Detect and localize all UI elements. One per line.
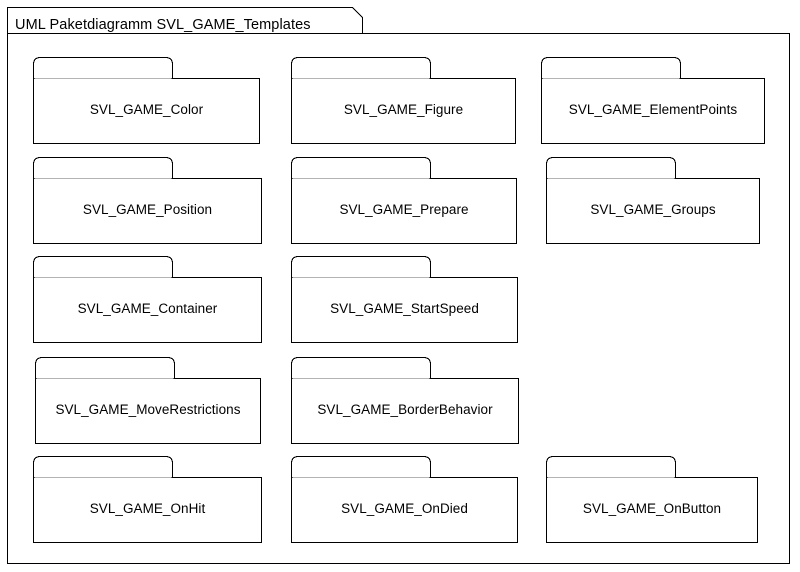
package-label: SVL_GAME_Groups (590, 202, 716, 217)
package-label: SVL_GAME_StartSpeed (330, 301, 479, 316)
folder-icon (33, 456, 262, 543)
folder-icon (541, 57, 765, 144)
folder-icon (291, 357, 519, 444)
package-node[interactable]: SVL_GAME_OnButton (546, 456, 758, 543)
folder-icon (291, 456, 518, 543)
package-node[interactable]: SVL_GAME_OnDied (291, 456, 518, 543)
folder-icon (33, 157, 262, 244)
folder-icon (291, 57, 516, 144)
folder-icon (35, 357, 261, 444)
package-label: SVL_GAME_Color (89, 102, 204, 117)
package-label: SVL_GAME_OnDied (341, 501, 468, 516)
folder-icon (546, 456, 758, 543)
package-label: SVL_GAME_Prepare (339, 202, 469, 217)
package-label: SVL_GAME_ElementPoints (568, 102, 738, 117)
folder-icon (291, 157, 517, 244)
package-node[interactable]: SVL_GAME_ElementPoints (541, 57, 765, 144)
folder-icon (33, 57, 260, 144)
package-label: SVL_GAME_Figure (343, 102, 464, 117)
package-label: SVL_GAME_Container (77, 301, 218, 316)
package-label: SVL_GAME_BorderBehavior (317, 402, 493, 417)
package-node[interactable]: SVL_GAME_Position (33, 157, 262, 244)
folder-icon (546, 157, 760, 244)
package-label: SVL_GAME_OnButton (582, 501, 722, 516)
package-label: SVL_GAME_Position (82, 202, 213, 217)
package-node[interactable]: SVL_GAME_Container (33, 256, 262, 343)
package-node[interactable]: SVL_GAME_StartSpeed (291, 256, 518, 343)
package-node[interactable]: SVL_GAME_Color (33, 57, 260, 144)
page-title: UML Paketdiagramm SVL_GAME_Templates (15, 17, 311, 33)
package-node[interactable]: SVL_GAME_BorderBehavior (291, 357, 519, 444)
package-node[interactable]: SVL_GAME_Groups (546, 157, 760, 244)
package-node[interactable]: SVL_GAME_MoveRestrictions (35, 357, 261, 444)
package-node[interactable]: SVL_GAME_Figure (291, 57, 516, 144)
package-node[interactable]: SVL_GAME_Prepare (291, 157, 517, 244)
package-node[interactable]: SVL_GAME_OnHit (33, 456, 262, 543)
folder-icon (291, 256, 518, 343)
package-label: SVL_GAME_MoveRestrictions (55, 402, 241, 417)
package-label: SVL_GAME_OnHit (89, 501, 206, 516)
folder-icon (33, 256, 262, 343)
